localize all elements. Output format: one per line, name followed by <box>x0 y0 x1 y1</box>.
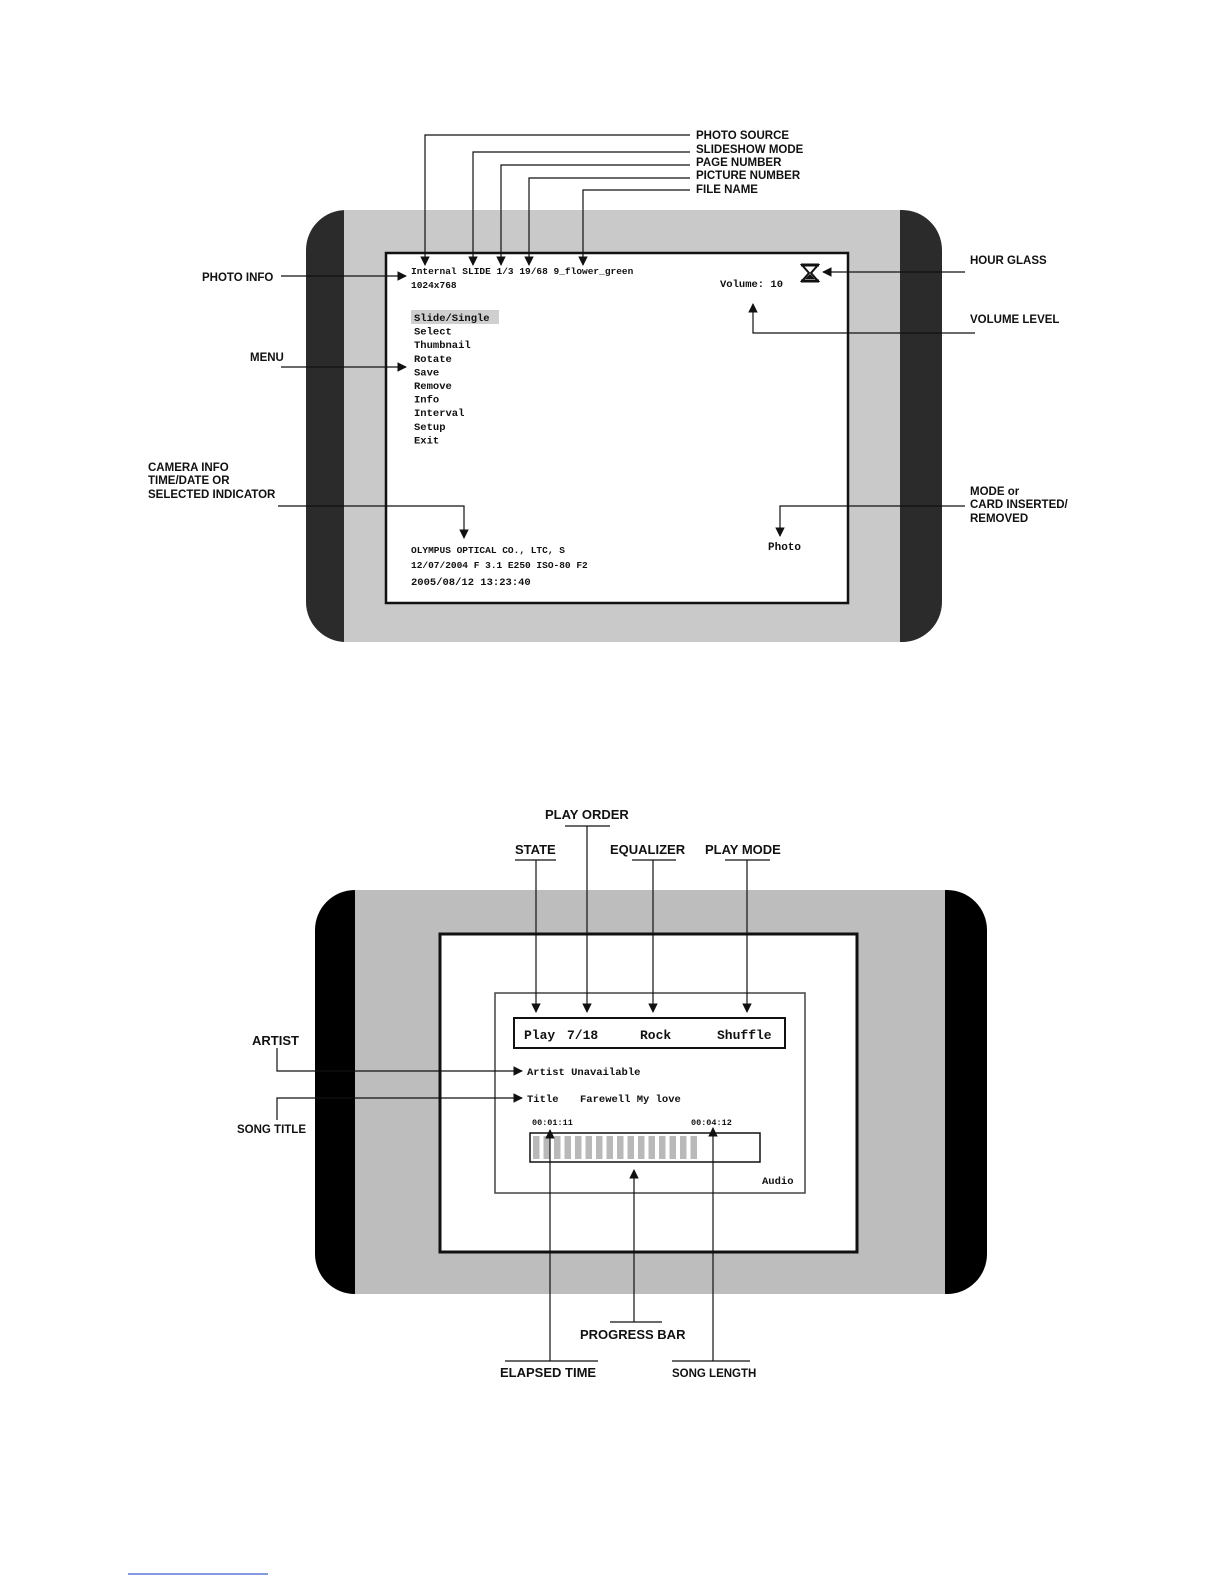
progress-segment <box>627 1136 634 1159</box>
camera-info-line-1: OLYMPUS OPTICAL CO., LTC, S <box>411 545 565 556</box>
mode-leader <box>775 505 965 537</box>
label-hour-glass: HOUR GLASS <box>970 255 1047 267</box>
progress-segment <box>575 1136 582 1159</box>
page-number-leader <box>496 164 690 266</box>
title-label: Title <box>527 1094 559 1106</box>
label-mode-3: REMOVED <box>970 513 1028 525</box>
menu-item[interactable]: Info <box>414 395 439 407</box>
menu-item[interactable]: Remove <box>414 381 452 393</box>
progress-segments <box>533 1136 697 1159</box>
label-play-order: PLAY ORDER <box>545 807 629 822</box>
volume-level-leader <box>748 303 975 334</box>
state-readout: Play <box>524 1028 555 1043</box>
label-play-mode: PLAY MODE <box>705 842 781 857</box>
length-readout: 00:04:12 <box>691 1118 732 1128</box>
menu-item[interactable]: Interval <box>414 408 464 420</box>
progress-segment <box>648 1136 655 1159</box>
volume-readout: Volume: 10 <box>720 279 783 291</box>
label-file-name: FILE NAME <box>696 184 758 196</box>
artist-leader <box>276 1048 523 1076</box>
label-artist: ARTIST <box>252 1033 299 1048</box>
audio-mode-readout: Audio <box>762 1176 794 1188</box>
menu-item[interactable]: Save <box>414 367 439 379</box>
label-elapsed-time: ELAPSED TIME <box>500 1365 596 1380</box>
label-mode-1: MODE or <box>970 486 1020 498</box>
picture-number-leader <box>524 177 690 266</box>
photo-menu: Slide/SingleSelectThumbnailRotateSaveRem… <box>414 313 490 447</box>
label-camera-info-3: SELECTED INDICATOR <box>148 489 276 501</box>
photo-resolution: 1024x768 <box>411 280 457 291</box>
menu-item[interactable]: Setup <box>414 422 446 434</box>
play-mode-readout: Shuffle <box>717 1028 772 1043</box>
progress-segment <box>638 1136 645 1159</box>
progress-segment <box>690 1136 697 1159</box>
photo-mode-readout: Photo <box>768 542 801 554</box>
title-readout: Farewell My love <box>580 1094 681 1106</box>
progress-segment <box>543 1136 550 1159</box>
menu-item[interactable]: Rotate <box>414 354 452 366</box>
label-state: STATE <box>515 842 556 857</box>
progress-segment <box>554 1136 561 1159</box>
play-order-readout: 7/18 <box>567 1028 598 1043</box>
label-camera-info-2: TIME/DATE OR <box>148 475 230 487</box>
menu-highlight <box>411 310 499 324</box>
label-photo-info: PHOTO INFO <box>202 272 273 284</box>
label-menu: MENU <box>250 352 284 364</box>
label-mode-2: CARD INSERTED/ <box>970 499 1069 511</box>
label-picture-number: PICTURE NUMBER <box>696 170 801 182</box>
hourglass-icon <box>799 263 821 283</box>
progress-segment <box>659 1136 666 1159</box>
elapsed-readout: 00:01:11 <box>532 1118 573 1128</box>
label-song-title: SONG TITLE <box>237 1124 306 1136</box>
audio-display <box>438 932 859 1254</box>
file-name-leader <box>578 189 690 266</box>
label-photo-source: PHOTO SOURCE <box>696 130 789 142</box>
label-slideshow-mode: SLIDESHOW MODE <box>696 144 804 156</box>
progress-segment <box>596 1136 603 1159</box>
progress-segment <box>617 1136 624 1159</box>
label-camera-info-1: CAMERA INFO <box>148 462 229 474</box>
song-title-leader <box>276 1093 523 1120</box>
menu-item[interactable]: Thumbnail <box>414 340 471 352</box>
audio-panel <box>494 992 806 1194</box>
photo-source-leader <box>420 134 690 266</box>
datetime-readout: 2005/08/12 13:23:40 <box>411 577 531 589</box>
slideshow-mode-leader <box>468 151 690 266</box>
progress-segment <box>606 1136 613 1159</box>
progress-segment <box>533 1136 540 1159</box>
progress-segment <box>669 1136 676 1159</box>
label-song-length: SONG LENGTH <box>672 1368 756 1380</box>
status-box <box>513 1017 786 1049</box>
progress-segment <box>680 1136 687 1159</box>
artist-readout: Artist Unavailable <box>527 1067 640 1079</box>
label-equalizer: EQUALIZER <box>610 842 686 857</box>
label-page-number: PAGE NUMBER <box>696 157 782 169</box>
photo-screen-diagram: Internal SLIDE 1/3 19/68 9_flower_green … <box>148 130 1069 642</box>
label-progress-bar: PROGRESS BAR <box>580 1327 686 1342</box>
menu-item[interactable]: Slide/Single <box>414 313 490 325</box>
camera-info-line-2: 12/07/2004 F 3.1 E250 ISO-80 F2 <box>411 560 588 571</box>
photo-info-line: Internal SLIDE 1/3 19/68 9_flower_green <box>411 266 634 277</box>
menu-item[interactable]: Exit <box>414 435 439 447</box>
progress-segment <box>564 1136 571 1159</box>
label-volume-level: VOLUME LEVEL <box>970 314 1059 326</box>
camera-info-leader <box>278 505 469 539</box>
equalizer-readout: Rock <box>640 1028 671 1043</box>
menu-item[interactable]: Select <box>414 327 452 339</box>
audio-screen-diagram: Play 7/18 Rock Shuffle Artist Unavailabl… <box>237 807 987 1380</box>
progress-segment <box>585 1136 592 1159</box>
